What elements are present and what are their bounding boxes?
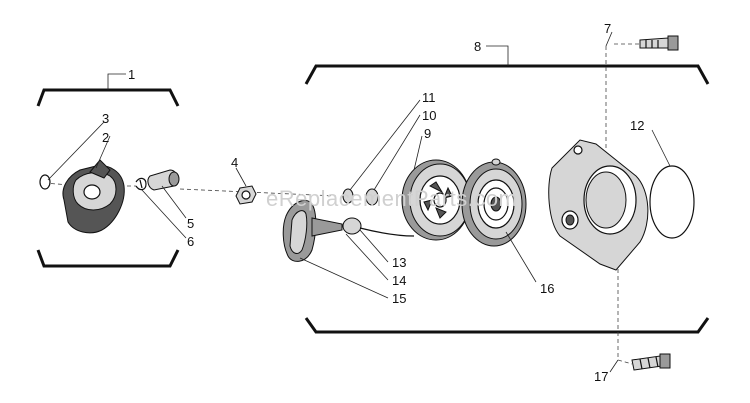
part-6-spring xyxy=(135,177,147,191)
part-label-8: 8 xyxy=(474,39,481,54)
part-label-3: 3 xyxy=(102,111,109,126)
screw-7-axis-line xyxy=(605,43,640,148)
leader-lines xyxy=(47,31,671,373)
part-5-pawl xyxy=(147,169,180,191)
part-label-4: 4 xyxy=(231,155,238,170)
part-label-11: 11 xyxy=(422,90,436,105)
bracket-group-1-top xyxy=(36,88,180,107)
part-3-washer xyxy=(39,174,51,190)
bracket-group-8-bottom xyxy=(304,317,710,334)
part-14-grip-insert xyxy=(342,217,362,235)
part-10-washer xyxy=(365,188,379,206)
part-9-rope-pulley xyxy=(401,159,471,241)
part-11-washer xyxy=(342,188,354,204)
part-label-16: 16 xyxy=(540,281,554,296)
part-label-5: 5 xyxy=(187,216,194,231)
part-4-nut xyxy=(235,185,257,205)
part-label-15: 15 xyxy=(392,291,406,306)
part-label-12: 12 xyxy=(630,118,644,133)
bracket-group-8-top xyxy=(304,64,710,85)
part-17-screw xyxy=(631,353,671,371)
part-label-9: 9 xyxy=(424,126,431,141)
part-label-7: 7 xyxy=(604,21,611,36)
bracket-group-1-bottom xyxy=(36,249,180,268)
part-8-starter-housing xyxy=(548,139,649,271)
part-label-10: 10 xyxy=(422,108,436,123)
part-12-cover-disc xyxy=(649,165,695,239)
part-label-6: 6 xyxy=(187,234,194,249)
part-13-starter-rope xyxy=(359,227,415,237)
part-15-starter-handle xyxy=(282,200,343,262)
watermark-text: eReplacementParts.com xyxy=(266,186,517,211)
part-7-screw xyxy=(639,35,679,51)
part-label-17: 17 xyxy=(594,369,608,384)
part-label-13: 13 xyxy=(392,255,406,270)
part-16-recoil-spring xyxy=(461,158,527,247)
part-label-14: 14 xyxy=(392,273,406,288)
part-label-2: 2 xyxy=(102,130,109,145)
part-label-1: 1 xyxy=(128,67,135,82)
part-2-drive-hub xyxy=(62,159,125,234)
